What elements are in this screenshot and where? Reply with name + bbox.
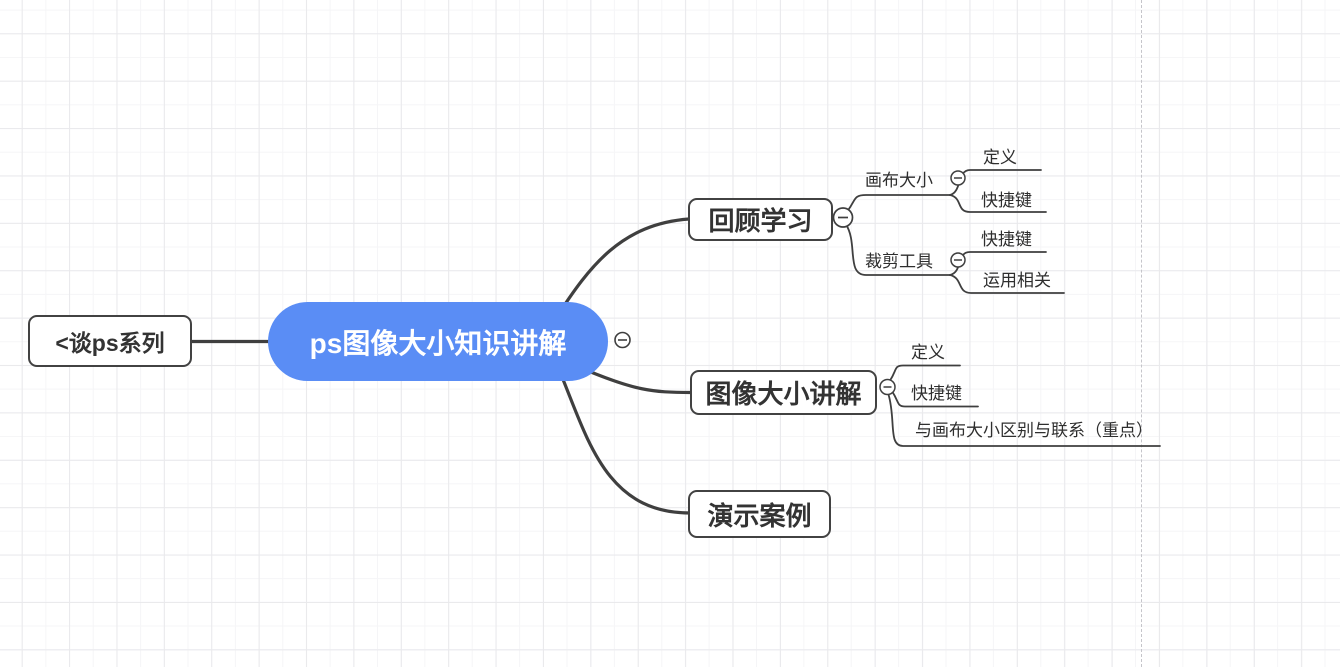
subtopic-imagesize-shortcut[interactable]: 快捷键 — [911, 384, 962, 403]
subtopic-imagesize-definition[interactable]: 定义 — [911, 343, 945, 362]
main-topic-demo[interactable]: 演示案例 — [688, 490, 831, 538]
connector-croptool-to-usage — [949, 274, 1065, 294]
connector-root-to-demo — [558, 370, 692, 515]
subtopic-canvas-size[interactable]: 画布大小 — [865, 171, 933, 190]
subtopic-canvas-size-shortcut[interactable]: 快捷键 — [981, 191, 1032, 210]
connector-imagesize-to-definition — [889, 364, 961, 382]
connector-root-to-imagesize — [584, 368, 693, 395]
main-topic-review[interactable]: 回顾学习 — [688, 198, 833, 241]
collapse-imagesize-button[interactable] — [879, 378, 896, 396]
floating-topic-ps-series[interactable]: <谈ps系列 — [28, 315, 192, 367]
subtopic-crop-tool[interactable]: 裁剪工具 — [865, 252, 933, 271]
page-boundary-dashed-line — [1141, 0, 1142, 667]
connector-imagesize-to-difference — [887, 393, 1161, 447]
main-topic-imagesize[interactable]: 图像大小讲解 — [690, 370, 877, 415]
collapse-review-button[interactable] — [832, 207, 854, 228]
connector-review-to-canvassize — [846, 194, 951, 212]
collapse-croptool-button[interactable] — [950, 252, 966, 268]
connector-root-to-review — [554, 217, 691, 320]
connector-review-to-croptool — [845, 223, 951, 276]
connector-imagesize-to-shortcut — [891, 391, 979, 408]
collapse-canvassize-button[interactable] — [950, 170, 966, 186]
subtopic-canvas-size-definition[interactable]: 定义 — [983, 148, 1017, 167]
connector-canvassize-to-shortcut — [949, 194, 1047, 213]
subtopic-crop-tool-shortcut[interactable]: 快捷键 — [981, 230, 1032, 249]
subtopic-imagesize-difference[interactable]: 与画布大小区别与联系（重点） — [915, 421, 1153, 440]
subtopic-crop-tool-usage[interactable]: 运用相关 — [983, 271, 1051, 290]
collapse-root-button[interactable] — [614, 331, 631, 349]
root-topic[interactable]: ps图像大小知识讲解 — [268, 302, 608, 381]
